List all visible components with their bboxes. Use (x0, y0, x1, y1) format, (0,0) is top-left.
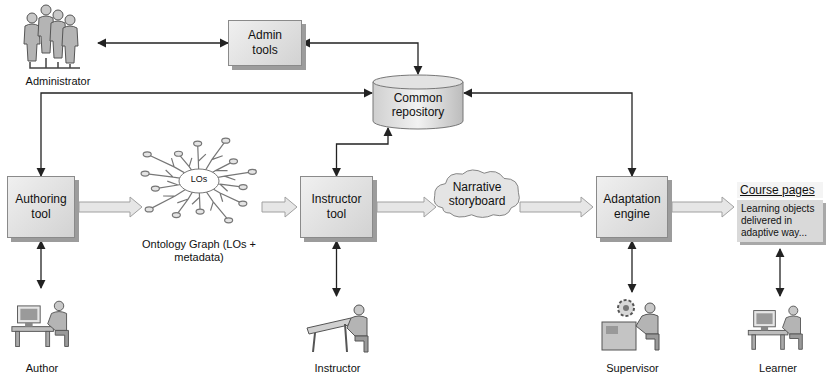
block-arrow (520, 197, 593, 217)
link-arrow (302, 43, 418, 74)
block-arrow (377, 197, 436, 217)
repository-cylinder: Common repository (372, 74, 464, 130)
block-arrow (672, 197, 734, 217)
course-pages: Course pagesLearning objects delivered i… (737, 182, 823, 246)
link-arrow (336, 241, 337, 296)
link-arrow (40, 241, 41, 288)
page-heading: Course pages (737, 182, 823, 198)
link-arrow (779, 249, 780, 296)
link-arrow (337, 128, 389, 176)
block-arrow (79, 197, 142, 217)
link-arrow (631, 241, 632, 292)
role-label: Administrator (26, 75, 91, 88)
link-arrow (464, 93, 632, 176)
page-body: Learning objects delivered in adaptive w… (737, 200, 823, 242)
node-label: Instructor tool (307, 192, 366, 222)
link-arrow (41, 93, 372, 176)
node-label: Common repository (376, 92, 460, 120)
node-label: Adaptation engine (603, 192, 661, 222)
node-label: LOs (140, 174, 258, 184)
role-label: Learner (759, 362, 797, 375)
node-label: Narrative storyboard (444, 180, 510, 209)
role-label: Author (26, 362, 58, 375)
role-label: Supervisor (606, 362, 659, 375)
person-icon: Supervisor (585, 292, 680, 375)
block-arrow (262, 197, 297, 217)
person-icon: Learner (735, 296, 821, 375)
caption-label: Ontology Graph (LOs + metadata) (140, 238, 258, 264)
tool-box: Instructor tool (300, 176, 373, 238)
node-label: Authoring tool (14, 192, 68, 222)
tool-box: Admin tools (228, 20, 302, 66)
person-icon: Administrator (18, 2, 98, 88)
link-arrow (98, 42, 228, 43)
tool-box: Authoring tool (7, 176, 75, 238)
person-icon: Instructor (290, 296, 385, 375)
engine-box: Adaptation engine (596, 176, 668, 238)
ontology-graph: LOsOntology Graph (LOs + metadata) (140, 138, 258, 264)
role-label: Instructor (315, 362, 361, 375)
node-label: Admin tools (235, 28, 295, 58)
storyboard-cloud: Narrative storyboard (432, 168, 522, 220)
person-icon: Author (2, 288, 82, 375)
